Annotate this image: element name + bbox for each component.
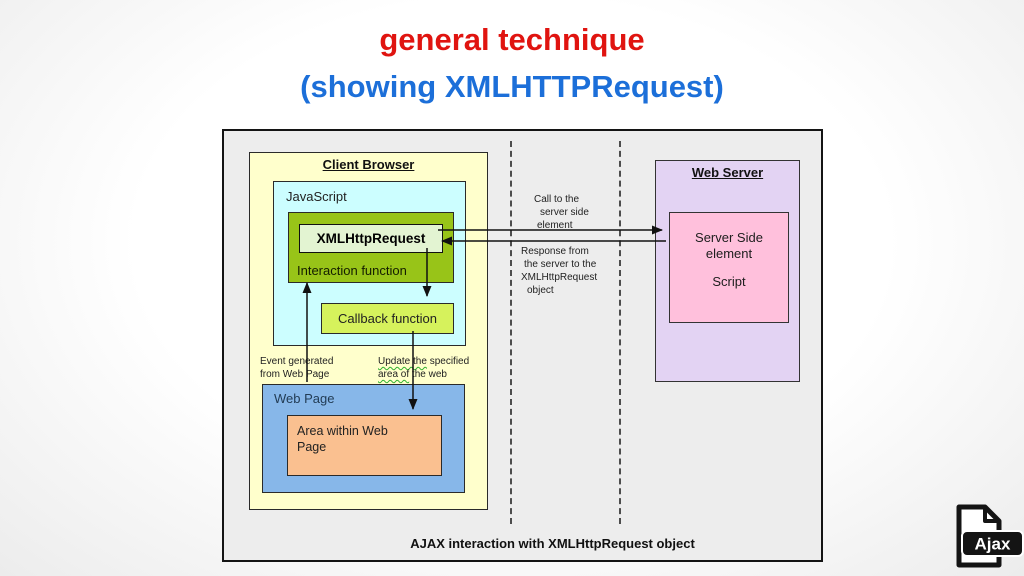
event-label-line2: from Web Page: [260, 369, 330, 380]
dashed-separator-right: [619, 141, 621, 524]
server-side-element-box: Server Side element Script: [669, 212, 789, 323]
diagram-caption: AJAX interaction with XMLHttpRequest obj…: [410, 536, 695, 551]
area-label-line2: Page: [297, 440, 327, 454]
response-annotation-line4: object: [527, 285, 554, 296]
dashed-separator-left: [510, 141, 512, 524]
call-annotation-line2: server side: [540, 207, 589, 218]
title-line-1: general technique: [379, 22, 645, 57]
web-server-title: Web Server: [691, 165, 764, 180]
callback-function-box: Callback function: [321, 303, 454, 334]
update-label-line1-underlined: Update the: [378, 356, 427, 367]
web-server-box: Web Server Server Side element Script: [655, 160, 800, 382]
slide-title: general technique (showing XMLHTTPReques…: [0, 16, 1024, 110]
javascript-label: JavaScript: [286, 189, 347, 204]
xmlhttprequest-box: XMLHttpRequest: [299, 224, 443, 253]
interaction-function-label: Interaction function: [297, 263, 407, 278]
javascript-box: JavaScript XMLHttpRequest Interaction fu…: [273, 181, 466, 346]
call-annotation: Call to the server side element: [534, 193, 589, 232]
response-annotation: Response from the server to the XMLHttpR…: [521, 245, 597, 297]
ajax-logo: Ajax: [956, 504, 1024, 568]
response-annotation-line3: XMLHttpRequest: [521, 272, 598, 283]
server-side-line2: element: [705, 246, 753, 261]
call-annotation-line3: element: [537, 220, 573, 231]
update-label-line1-rest: specified: [426, 356, 470, 367]
client-browser-box: Client Browser JavaScript XMLHttpRequest…: [249, 152, 488, 510]
client-browser-title: Client Browser: [322, 157, 415, 172]
update-label-line1: Update the specified: [378, 355, 469, 368]
ajax-logo-label: Ajax: [961, 530, 1024, 557]
event-generated-label: Event generated from Web Page: [260, 355, 333, 381]
response-annotation-line1: Response from: [521, 246, 589, 257]
area-within-web-page-box: Area within Web Page: [287, 415, 442, 476]
call-annotation-line1: Call to the: [534, 194, 580, 205]
svg-text:Ajax: Ajax: [975, 535, 1011, 554]
area-label-line1: Area within Web: [297, 424, 388, 438]
web-page-label: Web Page: [274, 391, 335, 406]
response-annotation-line2: the server to the: [524, 259, 597, 270]
web-page-box: Web Page Area within Web Page: [262, 384, 465, 493]
update-label-line2-underlined: area of: [378, 369, 410, 380]
interaction-function-box: XMLHttpRequest Interaction function: [288, 212, 454, 283]
diagram-panel: Client Browser JavaScript XMLHttpRequest…: [222, 129, 823, 562]
update-area-label: Update the specified area of the web: [378, 355, 469, 381]
server-side-line1: Server Side: [695, 230, 763, 245]
event-label-line1: Event generated: [260, 356, 334, 367]
title-line-2: (showing XMLHTTPRequest): [300, 69, 724, 104]
update-label-line2-rest: the web: [409, 369, 447, 380]
update-label-line2: area of the web: [378, 368, 469, 381]
script-label: Script: [712, 274, 746, 289]
